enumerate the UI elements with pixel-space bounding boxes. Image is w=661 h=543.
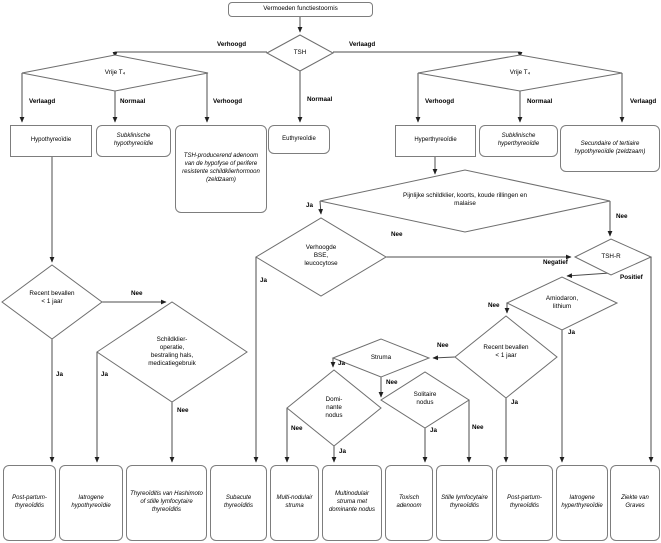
node-tsh-producerend-adenoom: TSH-producerend adenoom van de hypofyse … [175,125,267,213]
edge-label-recent-rechts-ja: Ja [511,399,519,406]
diamond-struma [331,338,431,378]
edge-label-recent-rechts-nee: Nee [437,342,449,349]
outcome-label: Iatrogene hypothyreoïdie [71,495,111,509]
edge-label-t4l-verlaagd: Verlaagd [29,98,56,105]
decision-tsh-label: TSH [293,49,307,56]
outcome-label: Iatrogene hyperthyreoïdie [561,495,603,509]
edge-label-dominante-ja: Ja [339,448,347,455]
node-subklinische-hyperthyreoidie-label: Subklinische hyperthyreoïdie [497,133,540,147]
edge-label-t4l-normaal: Normaal [120,98,146,105]
diamond-tsh [265,34,335,72]
edge-label-bse-ja: Ja [260,277,268,284]
node-hyperthyreoidie-label: Hyperthyreoïdie [414,137,457,144]
diamond-tsh-r [573,238,653,276]
edge-label-recent-links-ja: Ja [56,371,64,378]
decision-pijnlijke-schildklier-label: Pijnlijke schildklier, koorts, koude ril… [403,192,527,207]
decision-tsh-r-label: TSH-R [601,253,621,260]
decision-recent-bevallen-links-label: Recent bevallen < 1 jaar [29,290,75,305]
connector-lines [19,17,654,463]
decision-schildklier-operatie-label: Schildklier-operatie, bestraling hals, m… [148,336,196,367]
outcome-label: Ziekte van Graves [621,495,649,509]
diamond-amiodaron-lithium [505,276,619,331]
edge-label-t4r-verlaagd: Verlaagd [630,98,657,105]
edge-label-pijnlijke-nee: Nee [616,213,628,220]
diamond-schildklier-operatie [96,301,248,403]
edge-label-solitaire-nee: Nee [472,424,484,431]
outcome-label: Multinodulair struma met dominante nodus [328,491,376,513]
node-secundaire-tertiaire-hypothyreoidie: Secundaire of tertiaire hypothyreoïdie (… [560,125,660,172]
node-subklinische-hypothyreoidie: Subklinische hypothyreoïdie [96,125,171,157]
node-hypothyreoidie-label: Hypothyreoïdie [30,137,72,144]
edge-label-recent-links-nee: Nee [131,290,143,297]
outcome-subacute-thyreoiditis: Subacute thyreoïditis [210,465,267,541]
diamond-vrije-t4-rechts [417,54,623,92]
outcome-label: Thyreoïditis van Hashimoto of stille lym… [130,491,203,513]
outcome-label: Post-partum-thyreoïditis [12,495,47,509]
edge-label-tshr-negatief: Negatief [543,259,568,266]
edge-label-tsh-verhoogd: Verhoogd [217,41,247,48]
edge-label-t4l-verhoogd: Verhoogd [213,98,243,105]
diamond-dominante-nodus [286,369,382,447]
outcome-label: Toxisch adenoom [396,495,422,509]
decision-verhoogde-bse-label: Verhoogde BSE, leucocytose [304,244,338,267]
node-secundaire-tertiaire-label: Secundaire of tertiaire hypothyreoïdie (… [574,140,646,155]
outcome-multinodulair-struma: Multi-nodulair struma [270,465,319,541]
edge-label-tshr-positief: Positief [620,274,643,281]
diamond-pijnlijke-schildklier [319,169,611,233]
decision-amiodaron-label: Amiodaron, lithium [545,295,579,310]
edge-label-tsh-verlaagd: Verlaagd [349,41,376,48]
edge-label-bse-nee: Nee [391,231,403,238]
decision-struma-label: Struma [370,354,392,361]
node-subklinische-hypothyreoidie-label: Subklinische hypothyreoïdie [113,133,154,147]
node-hyperthyreoidie: Hyperthyreoïdie [395,125,476,157]
diamond-recent-bevallen-rechts [454,315,558,399]
decision-solitaire-nodus-label: Solitaire nodus [413,391,437,406]
edge-label-pijnlijke-ja: Ja [306,202,314,209]
diamond-vrije-t4-links [21,54,209,92]
outcome-stille-lymfocytaire-thyreoiditis: Stille lymfocytaire thyreoïditis [436,465,493,541]
node-subklinische-hyperthyreoidie: Subklinische hyperthyreoïdie [479,125,558,157]
edge-label-amiodaron-nee: Nee [488,302,500,309]
edge-label-dominante-nee: Nee [291,425,303,432]
outcome-ziekte-van-graves: Ziekte van Graves [610,465,660,541]
outcome-post-partum-thyreoiditis-links: Post-partum-thyreoïditis [3,465,56,541]
outcome-iatrogene-hypothyreoidie: Iatrogene hypothyreoïdie [59,465,123,541]
node-start-label: Vermoeden functiestoornis [263,5,338,13]
outcome-toxisch-adenoom: Toxisch adenoom [385,465,433,541]
node-euthyreoidie: Euthyreoïdie [268,125,330,154]
node-euthyreoidie-label: Euthyreoïdie [282,135,316,142]
outcome-label: Stille lymfocytaire thyreoïditis [441,495,488,509]
outcome-multinodulair-struma-dominante-nodus: Multinodulair struma met dominante nodus [322,465,382,541]
outcome-label: Multi-nodulair struma [276,495,313,509]
decision-vrije-t4-rechts-label: Vrije T₄ [509,69,531,76]
outcome-iatrogene-hyperthyreoidie: Iatrogene hyperthyreoïdie [556,465,608,541]
diamond-solitaire-nodus [380,371,470,429]
decision-dominante-nodus-label: Domi-nante nodus [325,396,343,419]
decision-vrije-t4-links-label: Vrije T₄ [104,69,126,76]
edge-label-solitaire-ja: Ja [430,427,438,434]
edge-label-schildklier-nee: Nee [177,407,189,414]
decision-recent-bevallen-rechts-label: Recent bevallen < 1 jaar [483,344,529,359]
decision-diamonds [1,34,653,447]
diamond-verhoogde-bse [255,217,387,297]
node-tsh-producerend-adenoom-label: TSH-producerend adenoom van de hypofyse … [182,153,260,183]
edge-label-t4r-normaal: Normaal [527,98,553,105]
diamond-recent-bevallen-links [1,264,103,340]
edge-label-struma-nee: Nee [386,379,398,386]
edge-label-amiodaron-ja: Ja [568,329,576,336]
outcome-label: Subacute thyreoïditis [223,495,253,509]
outcome-post-partum-thyreoiditis-rechts: Post-partum-thyreoïditis [496,465,553,541]
outcome-thyreoiditis-hashimoto: Thyreoïditis van Hashimoto of stille lym… [126,465,207,541]
edge-label-tsh-normaal: Normaal [307,96,333,103]
edge-label-struma-ja: Ja [338,360,346,367]
edge-label-schildklier-ja: Ja [101,371,109,378]
node-hypothyreoidie: Hypothyreoïdie [10,125,92,157]
edge-label-t4r-verhoogd: Verhoogd [425,98,455,105]
outcome-label: Post-partum-thyreoïditis [507,495,542,509]
node-start: Vermoeden functiestoornis [228,2,373,17]
